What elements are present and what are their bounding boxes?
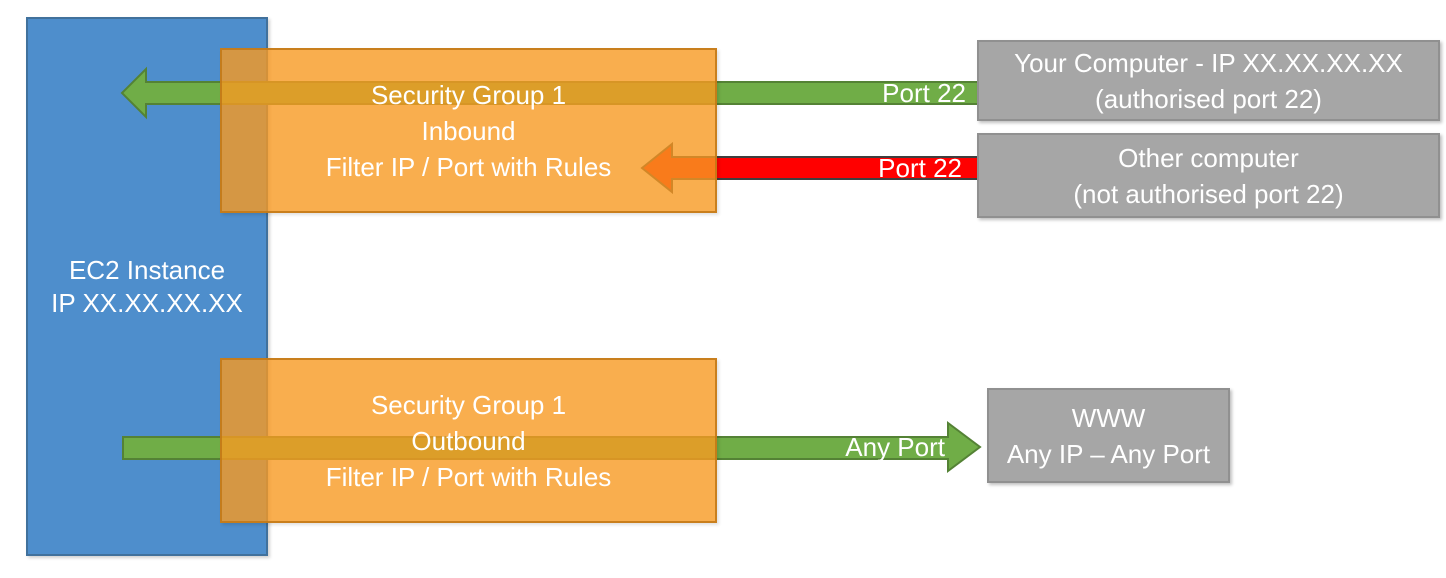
security-group-outbound-box: Security Group 1 Outbound Filter IP / Po… — [220, 358, 717, 523]
sg-outbound-rule: Filter IP / Port with Rules — [325, 461, 612, 492]
ec2-instance-title: EC2 Instance — [68, 254, 226, 285]
sg-inbound-direction: Inbound — [421, 115, 516, 146]
your-computer-box: Your Computer - IP XX.XX.XX.XX (authoris… — [977, 40, 1440, 121]
outbound-port-label: Any Port — [845, 432, 945, 462]
www-box: WWW Any IP – Any Port — [987, 388, 1230, 483]
other-computer-auth: (not authorised port 22) — [1073, 178, 1344, 209]
security-group-inbound-box: Security Group 1 Inbound Filter IP / Por… — [220, 48, 717, 213]
other-computer-title: Other computer — [1118, 142, 1299, 173]
ec2-instance-ip: IP XX.XX.XX.XX — [51, 287, 243, 318]
sg-inbound-rule: Filter IP / Port with Rules — [325, 151, 612, 182]
sg-inbound-title: Security Group 1 — [370, 79, 567, 110]
www-title: WWW — [1071, 402, 1146, 433]
your-computer-title: Your Computer - IP XX.XX.XX.XX — [1014, 47, 1403, 78]
other-computer-box: Other computer (not authorised port 22) — [977, 133, 1440, 218]
inbound-allowed-port-label: Port 22 — [882, 78, 966, 108]
inbound-blocked-port-label: Port 22 — [878, 153, 962, 183]
your-computer-auth: (authorised port 22) — [1095, 83, 1322, 114]
www-scope: Any IP – Any Port — [1006, 438, 1211, 469]
sg-outbound-title: Security Group 1 — [370, 389, 567, 420]
sg-outbound-direction: Outbound — [411, 425, 526, 456]
